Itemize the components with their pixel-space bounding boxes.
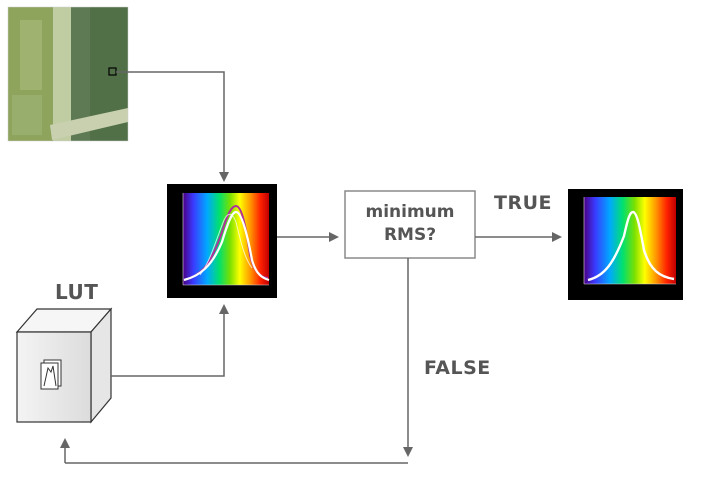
spectrum-plot-comparison bbox=[167, 184, 277, 298]
arrow-image-to-plot bbox=[116, 71, 229, 182]
false-label: FALSE bbox=[424, 357, 491, 379]
lut-cabinet bbox=[15, 307, 113, 424]
decision-label-line2: RMS? bbox=[383, 225, 437, 245]
satellite-image bbox=[7, 6, 129, 142]
lut-label: LUT bbox=[55, 280, 99, 304]
spectrum-plot-result bbox=[568, 189, 683, 300]
decision-box bbox=[344, 190, 476, 259]
decision-label: minimum RMS? bbox=[345, 201, 475, 247]
decision-label-line1: minimum bbox=[365, 202, 455, 222]
arrow-lut-to-plot bbox=[111, 304, 229, 377]
lut-chart-icon bbox=[40, 359, 62, 390]
true-label: TRUE bbox=[494, 192, 552, 214]
